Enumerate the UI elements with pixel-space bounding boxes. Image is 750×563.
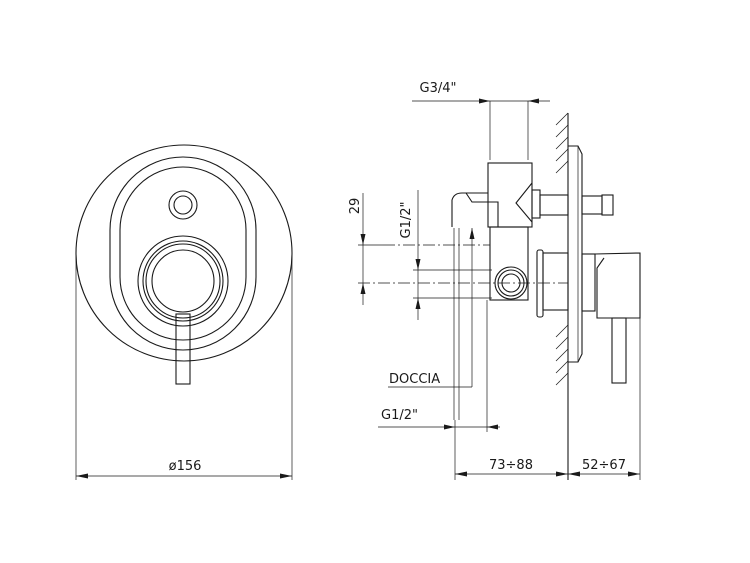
lever	[611, 317, 627, 384]
oval-plate-inner	[119, 166, 247, 341]
bottom-connection-label: G1/2"	[381, 408, 418, 423]
handle-base	[581, 253, 596, 312]
elbow-edge	[465, 192, 499, 227]
diverter-button-outer	[168, 190, 198, 220]
inlet-elbow	[451, 192, 488, 227]
diverter-stem-ext	[581, 195, 603, 215]
arrow-icon	[76, 473, 88, 479]
lever-handle	[175, 313, 191, 385]
valve-body-top	[487, 162, 533, 228]
arrow-icon	[556, 471, 568, 477]
arrow-icon	[415, 259, 421, 270]
knob-ring-3	[145, 243, 221, 319]
knob-ring-2	[142, 240, 224, 322]
diameter-label: ø156	[169, 459, 202, 474]
offset-label: 29	[348, 198, 363, 215]
arrow-icon	[360, 234, 366, 245]
diverter-button	[601, 194, 614, 216]
body-chamfer	[515, 182, 533, 223]
valve-body-lower	[489, 226, 529, 301]
arrow-icon	[280, 473, 292, 479]
side-view: G3/4"	[348, 81, 641, 480]
oval-plate-outer	[109, 156, 257, 351]
nut	[531, 189, 541, 219]
diverter-stem	[539, 194, 569, 216]
arrow-icon	[455, 471, 467, 477]
top-inlet-label: G3/4"	[420, 81, 457, 96]
front-view: ø156	[75, 144, 293, 480]
arrow-icon	[469, 228, 475, 239]
handle-block	[594, 252, 641, 319]
arrow-icon	[568, 471, 580, 477]
flange	[536, 249, 544, 318]
diverter-button-inner	[173, 195, 193, 215]
cartridge-body	[542, 252, 569, 311]
cover-plate-profile	[568, 145, 583, 363]
arrow-icon	[360, 283, 366, 294]
side-connection-label: G1/2"	[399, 202, 414, 239]
outlet-name-label: DOCCIA	[389, 372, 440, 387]
arrow-icon	[628, 471, 640, 477]
wall-hatching	[555, 112, 569, 386]
depth-label: 73÷88	[489, 458, 533, 473]
arrow-icon	[487, 424, 498, 430]
arrow-icon	[444, 424, 455, 430]
arrow-icon	[528, 98, 539, 104]
arrow-icon	[479, 98, 490, 104]
knob-ring-4	[151, 249, 215, 313]
knob-ring-1	[137, 235, 229, 327]
arrow-icon	[415, 298, 421, 309]
projection-label: 52÷67	[582, 458, 626, 473]
cover-plate-circle	[75, 144, 293, 362]
